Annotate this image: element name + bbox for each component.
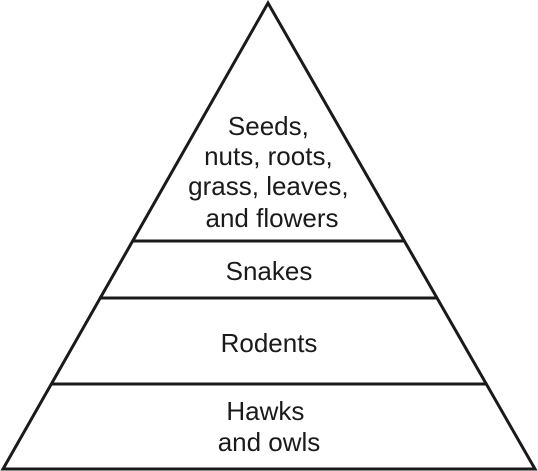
- level-label-hawks-owls: Hawks and owls: [218, 396, 321, 457]
- level-label-rodents: Rodents: [221, 328, 318, 358]
- level-label-producers: Seeds, nuts, roots, grass, leaves, and f…: [188, 111, 356, 233]
- level-label-snakes: Snakes: [226, 256, 313, 286]
